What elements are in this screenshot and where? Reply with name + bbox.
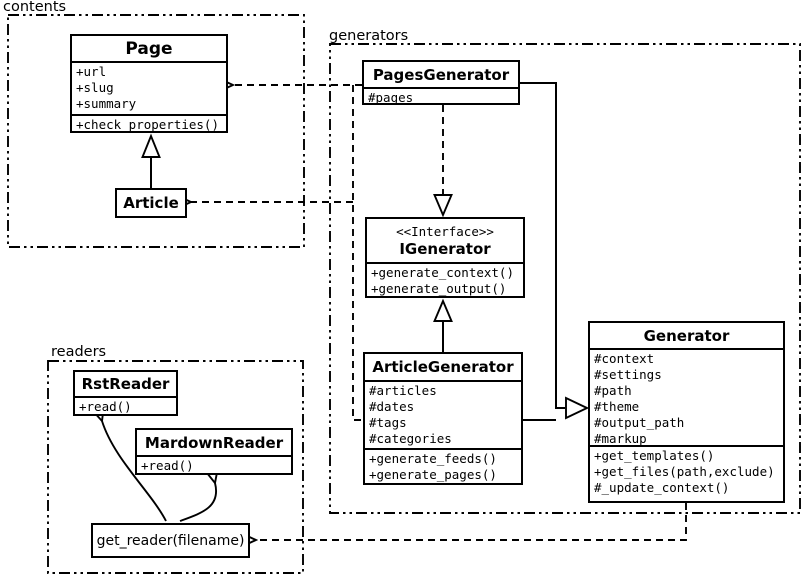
method: +get_templates() <box>594 448 715 463</box>
realization-arrow-igenerator <box>433 194 453 218</box>
attribute: #context <box>594 351 655 366</box>
class-pagesgenerator-attributes: #pages <box>364 87 518 106</box>
attribute: #markup <box>594 431 647 446</box>
attribute: #tags <box>369 415 407 430</box>
class-generator-title: Generator <box>643 326 730 345</box>
attribute: #theme <box>594 399 640 414</box>
method: +generate_output() <box>371 281 507 296</box>
generalization-arrow-page <box>141 133 161 158</box>
function-get-reader-label: get_reader(filename) <box>96 532 245 549</box>
class-generator: Generator #context #settings #path #them… <box>588 321 785 503</box>
generalization-arrow-igenerator <box>433 298 453 322</box>
class-igenerator: <<Interface>> IGenerator +generate_conte… <box>365 217 525 298</box>
method: +generate_feeds() <box>369 451 497 466</box>
class-generator-methods: +get_templates() +get_files(path,exclude… <box>590 445 783 501</box>
class-page: Page +url +slug +summary +check_properti… <box>70 34 228 133</box>
attribute: #path <box>594 383 632 398</box>
class-igenerator-methods: +generate_context() +generate_output() <box>367 262 523 297</box>
attribute: #pages <box>368 90 414 105</box>
method: +generate_pages() <box>369 467 497 482</box>
attribute: #articles <box>369 383 437 398</box>
edge-generator-getreader <box>256 503 687 540</box>
method: +read() <box>141 458 194 473</box>
class-pagesgenerator-title: PagesGenerator <box>372 65 510 84</box>
method: +get_files(path,exclude) <box>594 464 775 479</box>
class-generator-attributes: #context #settings #path #theme #output_… <box>590 348 783 446</box>
class-page-title: Page <box>125 38 173 59</box>
class-igenerator-title: <<Interface>> IGenerator <box>367 219 523 262</box>
class-pagesgenerator: PagesGenerator #pages <box>362 60 520 105</box>
attribute: +slug <box>76 80 114 95</box>
class-article-title: Article <box>123 194 179 212</box>
class-page-attributes: +url +slug +summary <box>72 61 226 114</box>
generalization-arrow-generator <box>565 396 590 420</box>
class-rstreader-methods: +read() <box>75 396 176 415</box>
method: +check_properties() <box>76 117 219 132</box>
class-mardownreader: MardownReader +read() <box>135 428 293 475</box>
package-border-contents <box>7 14 305 248</box>
class-articlegenerator: ArticleGenerator #articles #dates #tags … <box>363 352 523 485</box>
edge-articlegenerator-trunk <box>352 85 363 421</box>
class-article: Article <box>115 188 187 218</box>
class-page-methods: +check_properties() <box>72 114 226 133</box>
class-rstreader: RstReader +read() <box>73 370 178 416</box>
class-articlegenerator-title: ArticleGenerator <box>372 358 514 376</box>
method: #_update_context() <box>594 480 730 495</box>
attribute: +summary <box>76 96 137 111</box>
package-border-generators <box>329 43 801 514</box>
edge-pagesgenerator-generator <box>520 82 565 409</box>
attribute: #dates <box>369 399 415 414</box>
class-rstreader-title: RstReader <box>81 375 170 393</box>
edge-getreader-rstreader <box>102 421 167 522</box>
class-mardownreader-title: MardownReader <box>144 433 284 452</box>
class-articlegenerator-methods: +generate_feeds() +generate_pages() <box>365 448 521 483</box>
stereotype: <<Interface>> <box>396 223 494 239</box>
function-get-reader: get_reader(filename) <box>91 523 250 558</box>
class-name: IGenerator <box>399 239 491 258</box>
package-label-generators: generators <box>329 28 409 44</box>
attribute: #categories <box>369 431 452 446</box>
package-label-readers: readers <box>51 344 107 360</box>
package-label-contents: contents <box>3 0 67 15</box>
edge-getreader-mardownreader <box>179 483 216 522</box>
method: +read() <box>79 399 132 414</box>
class-mardownreader-methods: +read() <box>137 455 291 474</box>
attribute: +url <box>76 64 107 79</box>
package-border-readers <box>47 360 304 574</box>
attribute: #output_path <box>594 415 685 430</box>
attribute: #settings <box>594 367 662 382</box>
method: +generate_context() <box>371 265 514 280</box>
class-articlegenerator-attributes: #articles #dates #tags #categories <box>365 380 521 448</box>
